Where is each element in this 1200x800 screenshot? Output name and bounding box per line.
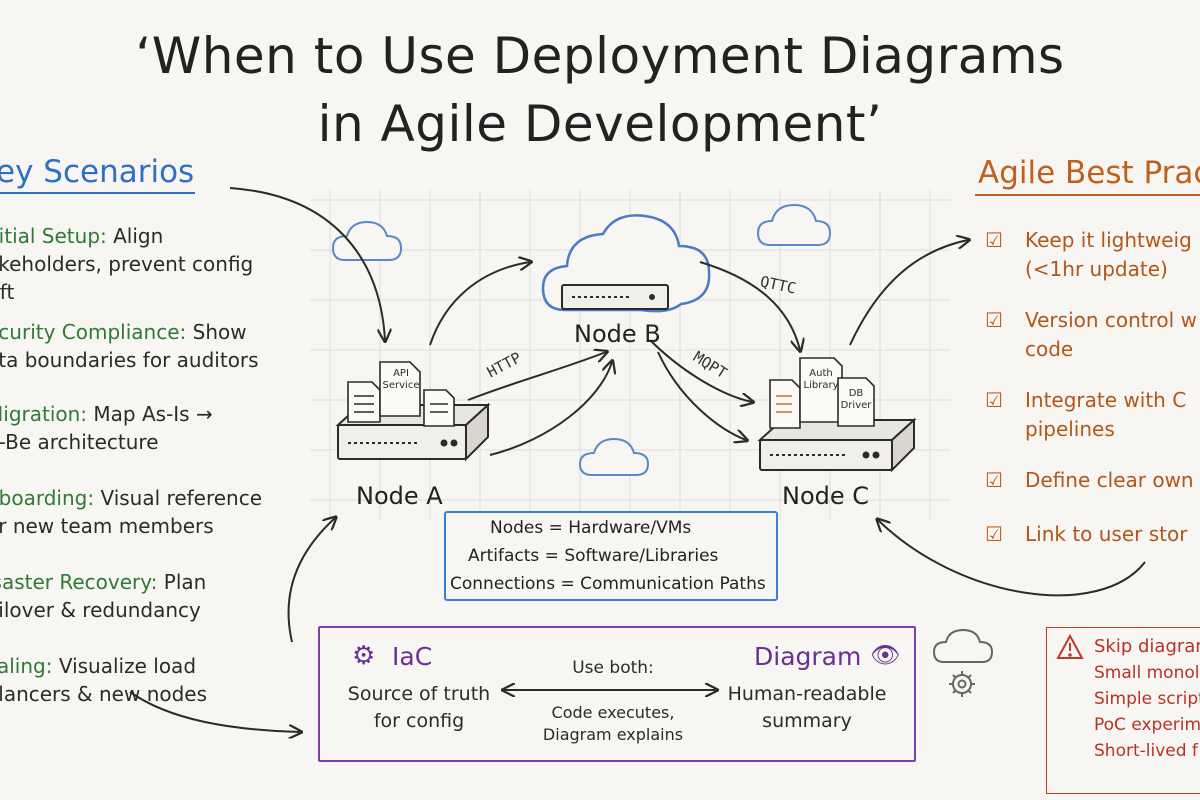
use-both-label: Use both:: [572, 658, 654, 678]
connection-arrows: [129, 187, 1146, 732]
scenario-onboarding: nboarding: Visual reference or new team …: [0, 484, 306, 540]
checkbox-icon: ☑: [985, 522, 1003, 546]
use-both-explanation: Code executes, Diagram explains: [520, 702, 706, 746]
iac-title: IaC: [392, 642, 433, 671]
cloud-icon: [331, 220, 403, 261]
scenario-disaster-recovery: isaster Recovery: Plan ailover & redunda…: [0, 568, 306, 624]
checkbox-icon: ☑: [985, 228, 1003, 252]
scenario-text: Visual reference: [94, 486, 263, 510]
best-practices-heading: Agile Best Prac: [978, 155, 1200, 191]
warning-icon: [1056, 633, 1084, 659]
artifact-label: API: [393, 368, 409, 379]
cloud-icon: [756, 203, 832, 246]
cloud-icon: [578, 437, 650, 476]
best-practice-text: Keep it lightweig: [1025, 228, 1192, 252]
scenario-text: ata boundaries for auditors: [0, 348, 259, 372]
node-c-label: Node C: [782, 482, 870, 510]
cloud-icon: [932, 628, 994, 663]
node-b-server: [561, 284, 669, 310]
heading-underline: [0, 192, 195, 194]
node-b-label: Node B: [574, 320, 661, 348]
scenario-text: or new team members: [0, 514, 214, 538]
scenario-scaling: caling: Visualize load alancers & new no…: [0, 652, 306, 708]
scenario-key: isaster Recovery:: [0, 570, 158, 594]
scenario-text: Plan: [157, 570, 207, 594]
scenario-text: ailover & redundancy: [0, 598, 201, 622]
scenario-text: rift: [0, 280, 15, 304]
legend-box: Nodes = Hardware/VMs Artifacts = Softwar…: [444, 511, 778, 601]
heading-underline: [975, 194, 1200, 196]
eye-icon: 👁: [870, 641, 901, 669]
iac-description: Source of truth for config: [340, 681, 498, 735]
skip-item: Small monolit: [1094, 663, 1200, 683]
gear-icon: ⚙: [352, 641, 376, 671]
checkbox-icon: ☑: [985, 308, 1003, 332]
skip-item: Simple script: [1094, 689, 1200, 709]
scenario-text: Show: [186, 320, 247, 344]
artifact-db-driver: DB Driver: [839, 388, 873, 412]
node-c-artifacts: [769, 357, 875, 429]
scenario-text: Map As-Is →: [87, 402, 213, 426]
explanation-text: Diagram explains: [542, 725, 684, 744]
best-practice-text: (<1hr update): [1025, 257, 1168, 281]
diagram-title-line2: in Agile Development’: [317, 95, 883, 153]
scenario-key: caling:: [0, 654, 53, 678]
diagram-text: summary: [762, 710, 852, 732]
key-scenarios-heading: ey Scenarios: [0, 154, 195, 190]
best-practice-text: Integrate with C: [1025, 388, 1187, 412]
skip-heading: Skip diagram: [1094, 636, 1200, 657]
checkbox-icon: ☑: [985, 388, 1003, 412]
scenario-security-compliance: ecurity Compliance: Show ata boundaries …: [0, 318, 306, 374]
scenario-key: nitial Setup:: [0, 224, 107, 248]
iac-diagram-box: [318, 626, 916, 762]
scenario-key: Migration:: [0, 402, 88, 426]
scenario-initial-setup: nitial Setup: Align akeholders, prevent …: [0, 222, 306, 306]
iac-text: Source of truth: [347, 683, 491, 705]
node-a-artifacts: [347, 361, 455, 427]
skip-item: PoC experim: [1094, 715, 1200, 735]
artifact-label: Service: [382, 380, 420, 391]
best-practice-text: pipelines: [1025, 417, 1115, 441]
explanation-text: Code executes,: [551, 703, 675, 722]
gear-icon: [949, 671, 975, 697]
iac-text: for config: [373, 710, 465, 732]
legend-nodes: Nodes = Hardware/VMs: [490, 518, 692, 538]
diagram-text: Human-readable: [727, 683, 887, 705]
scenario-text: o-Be architecture: [0, 430, 159, 454]
scenario-key: ecurity Compliance:: [0, 320, 187, 344]
scenario-text: alancers & new nodes: [0, 682, 208, 706]
diagram-title-line1: ‘When to Use Deployment Diagrams: [135, 27, 1065, 85]
artifact-label: DB: [848, 388, 864, 399]
artifact-label: Auth: [809, 368, 833, 379]
diagram-description: Human-readable summary: [722, 681, 892, 735]
artifact-label: Library: [803, 380, 839, 391]
skip-item: Short-lived f: [1094, 741, 1198, 761]
scenario-text: akeholders, prevent config: [0, 252, 254, 276]
artifact-auth-library: Auth Library: [801, 368, 841, 392]
scenario-text: Visualize load: [52, 654, 197, 678]
scenario-key: nboarding:: [0, 486, 95, 510]
scenario-text: Align: [106, 224, 164, 248]
best-practice-text: Version control w: [1025, 308, 1197, 332]
artifact-api-service: API Service: [382, 368, 420, 392]
diagram-title: Diagram: [754, 642, 862, 671]
scenario-migration: Migration: Map As-Is → o-Be architecture: [0, 400, 306, 456]
artifact-label: Driver: [840, 400, 872, 411]
best-practice-text: code: [1025, 337, 1074, 361]
checkbox-icon: ☑: [985, 468, 1003, 492]
best-practice-text: Define clear own: [1025, 468, 1194, 492]
best-practice-text: Link to user stor: [1025, 522, 1188, 546]
node-a-label: Node A: [356, 482, 443, 510]
skip-diagram-box: [1046, 627, 1200, 794]
legend-artifacts: Artifacts = Software/Libraries: [468, 546, 719, 566]
legend-connections: Connections = Communication Paths: [450, 574, 766, 594]
